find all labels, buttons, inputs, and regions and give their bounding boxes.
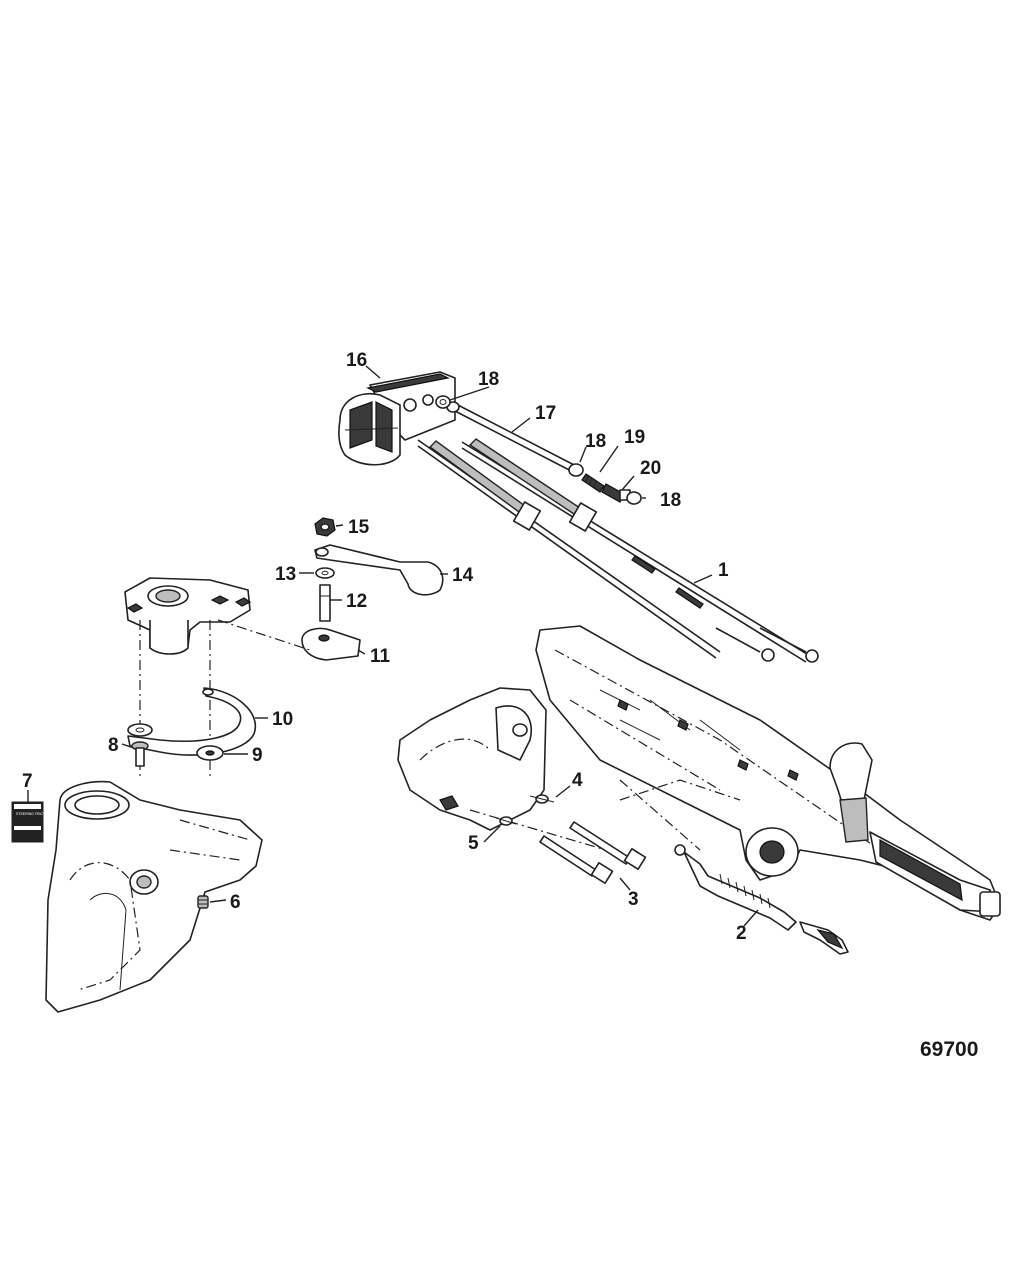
part-3-bolt-b[interactable] [539,835,614,884]
part-20-fitting[interactable] [601,483,631,503]
callout-4: 4 [572,770,583,791]
callout-17: 17 [535,403,556,424]
part-18-nut-c[interactable] [626,491,642,505]
callout-18: 18 [478,369,499,390]
part-11-plate[interactable] [301,627,361,661]
callout-20: 20 [640,458,661,479]
callout-8: 8 [108,735,119,756]
part-4-clip[interactable] [529,794,555,804]
part-15-locknut[interactable] [314,517,336,537]
callout-13: 13 [275,564,296,585]
part-8-screw[interactable] [131,741,149,767]
callout-14: 14 [452,565,474,586]
callout-19: 19 [624,427,645,448]
callout-1: 1 [718,560,729,581]
part-19-spring[interactable] [581,473,605,493]
part-18-nut-a[interactable] [435,395,451,409]
part-14-steering-arm[interactable] [314,544,444,596]
callout-18: 18 [585,431,606,452]
part-6-grease-fitting[interactable] [197,895,209,909]
tiller-bracket[interactable] [124,577,252,655]
swivel-bracket[interactable] [45,780,263,1013]
part-5-clip[interactable] [495,816,517,826]
part-2-lanyard[interactable] [674,844,849,955]
part-3-bolt-a[interactable] [569,821,647,870]
callout-3: 3 [628,889,639,910]
callout-10: 10 [272,709,293,730]
callout-15: 15 [348,517,370,538]
callout-16: 16 [346,350,367,371]
callout-6: 6 [230,892,241,913]
drawing-number: 69700 [920,1038,979,1061]
assembly-line [619,779,741,801]
assembly-line [619,779,701,851]
part-9-washer[interactable] [196,745,224,761]
callout-2: 2 [736,923,747,944]
callout-11: 11 [370,646,391,667]
handle-pivot-bracket[interactable] [397,687,547,831]
part-18-nut-b[interactable] [568,463,584,477]
callout-12: 12 [346,591,367,612]
assembly-line [217,619,311,651]
callout-5: 5 [468,833,479,854]
part-7-decal[interactable]: STEERING FRICTION [11,801,52,843]
callout-labels: 16 18 17 18 19 20 18 1 15 14 13 12 11 10… [22,350,747,944]
leader-lines [27,365,759,927]
part-16-cable-cover[interactable] [338,371,456,466]
decal-line: STEERING FRICTION [16,812,52,816]
callout-9: 9 [252,745,263,766]
tiller-handle[interactable] [535,625,1001,921]
part-12-pin[interactable] [319,584,331,622]
callout-7: 7 [22,771,33,792]
callout-18: 18 [660,490,681,511]
part-13-washer[interactable] [315,567,335,579]
part-1-control-cables[interactable] [417,438,819,663]
